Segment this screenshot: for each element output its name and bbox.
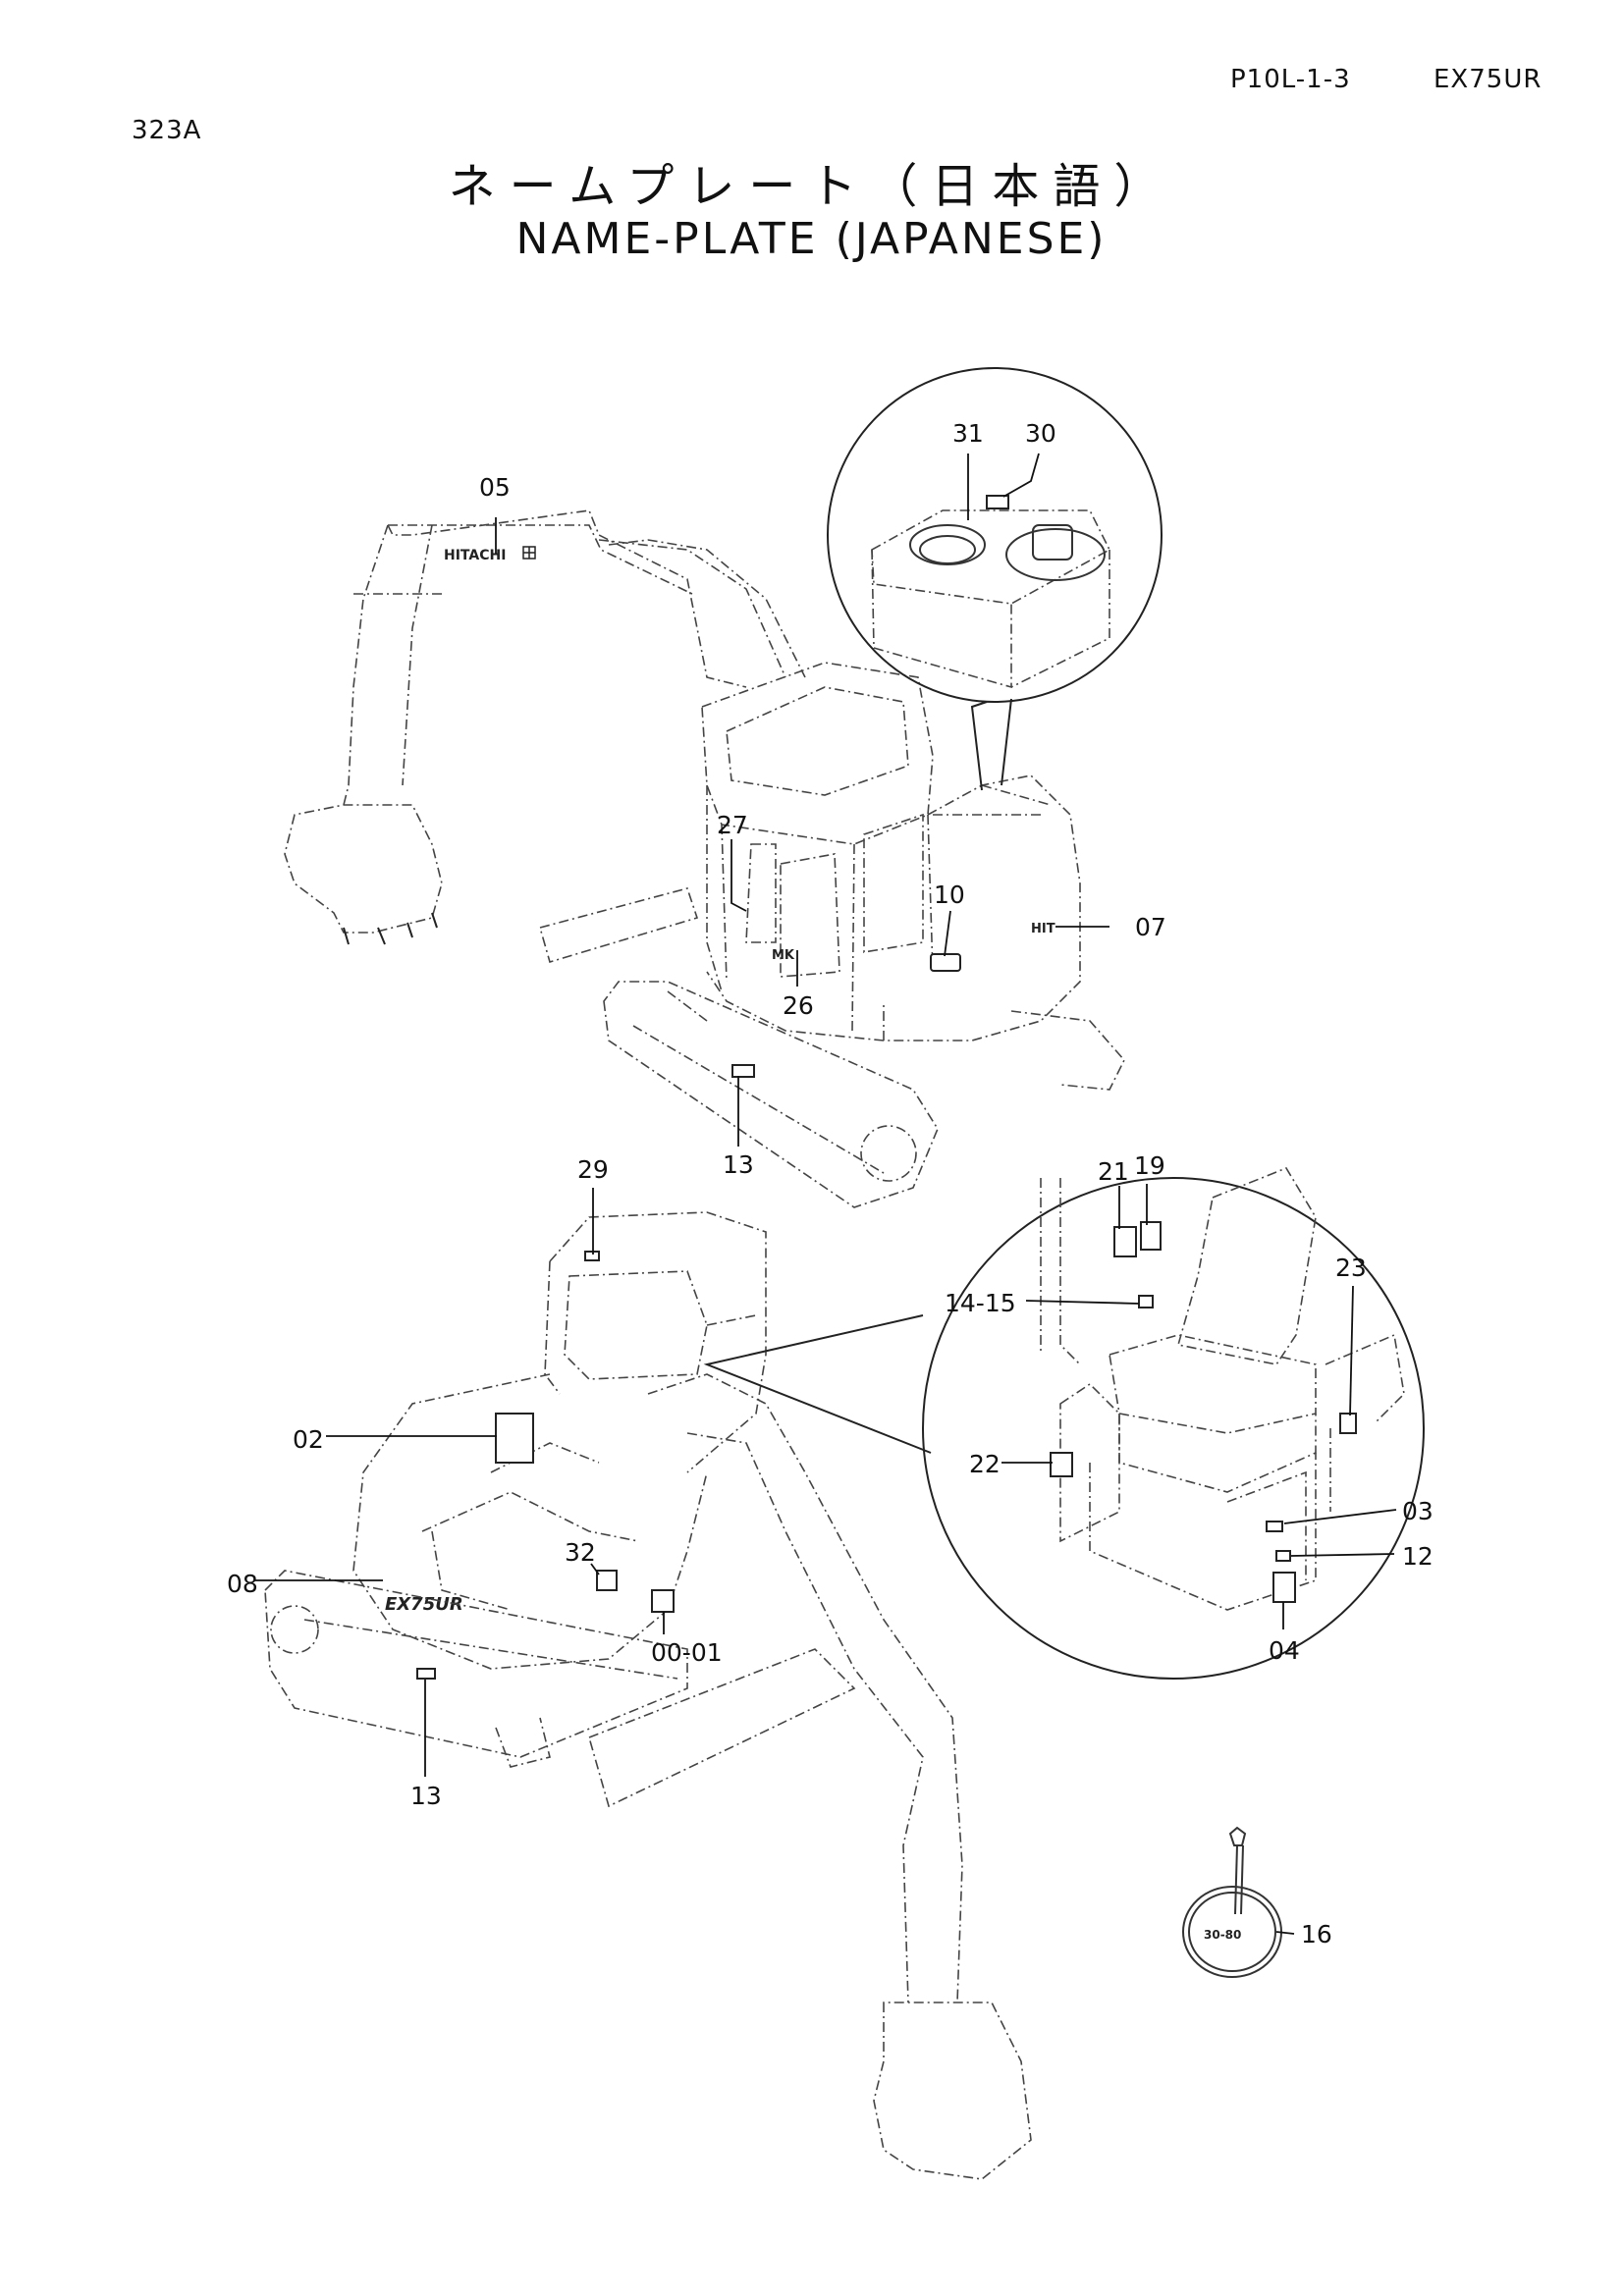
callout-04: 04 xyxy=(1269,1636,1300,1665)
plate-04 xyxy=(1272,1572,1296,1603)
decal-ex75ur: EX75UR xyxy=(385,1594,463,1615)
plate-23 xyxy=(1339,1413,1357,1434)
hitachi-logo: HITACHI xyxy=(444,546,536,563)
callout-19: 19 xyxy=(1134,1151,1165,1180)
callout-07: 07 xyxy=(1135,913,1166,941)
catalog-number: 323A xyxy=(132,116,202,145)
plate-21 xyxy=(1113,1226,1137,1257)
key-tag: 30-80 xyxy=(1182,1826,1282,1978)
plate-10 xyxy=(930,953,961,972)
inset-seat-detail xyxy=(703,1167,1425,1680)
callout-labels: 05 31 30 27 10 07 26 13 29 21 19 23 14-1… xyxy=(227,419,1434,1949)
plate-22 xyxy=(1050,1452,1073,1477)
plate-29 xyxy=(584,1251,600,1261)
callout-23: 23 xyxy=(1335,1254,1367,1282)
callout-16: 16 xyxy=(1301,1920,1332,1949)
callout-03: 03 xyxy=(1402,1497,1434,1525)
callout-14-15: 14-15 xyxy=(945,1289,1016,1317)
plate-03 xyxy=(1266,1521,1283,1532)
callout-30: 30 xyxy=(1025,419,1056,448)
plate-30 xyxy=(986,495,1009,509)
title-japanese: ネームプレート（日本語） xyxy=(448,159,1175,214)
plate-19 xyxy=(1140,1221,1162,1251)
callout-32: 32 xyxy=(565,1538,596,1567)
callout-22: 22 xyxy=(969,1450,1001,1478)
excavator-lower-view: EX75UR xyxy=(264,1211,1032,2180)
callout-13-upper: 13 xyxy=(723,1150,754,1179)
callout-05: 05 xyxy=(479,473,511,502)
svg-text:30-80: 30-80 xyxy=(1204,1928,1241,1942)
title-english: NAME-PLATE (JAPANESE) xyxy=(515,214,1108,264)
plate-13-upper xyxy=(731,1064,755,1078)
plate-13-lower xyxy=(416,1668,436,1680)
excavator-upper-view: MK HIT xyxy=(284,509,1125,1208)
page-code: P10L-1-3 xyxy=(1230,65,1351,94)
model-code: EX75UR xyxy=(1434,65,1542,94)
plate-32 xyxy=(596,1570,618,1591)
callout-13-lower: 13 xyxy=(410,1782,442,1810)
callout-00-01: 00-01 xyxy=(651,1638,723,1667)
plate-14-15 xyxy=(1138,1295,1154,1308)
plate-02 xyxy=(495,1413,534,1464)
callout-08: 08 xyxy=(227,1570,258,1598)
decal-mark-26: MK xyxy=(772,948,795,963)
callout-12: 12 xyxy=(1402,1542,1434,1571)
inset-tank-detail xyxy=(827,367,1163,791)
callout-26: 26 xyxy=(783,991,814,1020)
plate-00-01 xyxy=(651,1589,675,1613)
callout-02: 02 xyxy=(293,1425,324,1454)
callout-21: 21 xyxy=(1098,1157,1129,1186)
plate-12 xyxy=(1275,1550,1291,1562)
decal-mark-07: HIT xyxy=(1031,922,1055,936)
callout-27: 27 xyxy=(717,811,748,839)
svg-text:HITACHI: HITACHI xyxy=(444,548,506,563)
callout-31: 31 xyxy=(952,419,984,448)
callout-10: 10 xyxy=(934,881,965,909)
leader-lines xyxy=(255,453,1397,1935)
callout-29: 29 xyxy=(577,1155,609,1184)
